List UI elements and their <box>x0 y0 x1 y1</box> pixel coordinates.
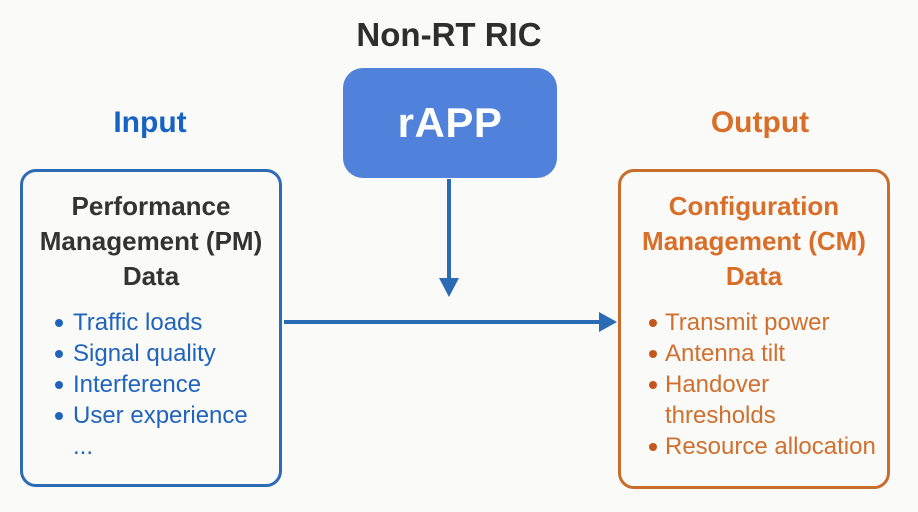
pm-data-title: Performance Management (PM) Data <box>39 191 263 291</box>
list-item: Transmit power <box>647 307 883 338</box>
list-item: Interference <box>53 369 275 400</box>
cm-data-box: Configuration Management (CM) Data Trans… <box>618 169 890 489</box>
list-item-label: Transmit power <box>665 309 830 336</box>
pm-data-box: Performance Management (PM) Data Traffic… <box>20 169 282 487</box>
pm-data-list: Traffic loads Signal quality Interferenc… <box>23 307 279 462</box>
list-item: Handover thresholds <box>647 369 883 431</box>
output-heading: Output <box>710 106 810 139</box>
list-item-ellipsis: ... <box>53 431 275 462</box>
non-rt-ric-label: Non-RT RIC <box>356 16 542 53</box>
list-item-label: ... <box>73 433 94 460</box>
list-item-label: User experience <box>73 402 248 429</box>
list-item-label: Interference <box>73 371 202 398</box>
list-item: User experience <box>53 400 275 431</box>
input-to-output-arrow <box>284 312 617 332</box>
bullet-icon <box>649 350 657 358</box>
cm-data-list: Transmit power Antenna tilt Handover thr… <box>621 307 887 462</box>
bullet-icon <box>649 443 657 451</box>
list-item: Signal quality <box>53 338 275 369</box>
bullet-icon <box>55 412 63 420</box>
rapp-down-arrow <box>439 179 459 297</box>
bullet-icon <box>55 350 63 358</box>
list-item: Resource allocation <box>647 431 883 462</box>
list-item-label: Handover thresholds <box>665 371 776 429</box>
list-item: Traffic loads <box>53 307 275 338</box>
bullet-icon <box>649 319 657 327</box>
list-item-label: Traffic loads <box>73 309 203 336</box>
input-heading: Input <box>113 106 187 139</box>
list-item-label: Resource allocation <box>665 433 876 460</box>
list-item-label: Signal quality <box>73 340 216 367</box>
rapp-label: rAPP <box>397 99 503 146</box>
bullet-icon <box>649 381 657 389</box>
bullet-icon <box>55 381 63 389</box>
list-item: Antenna tilt <box>647 338 883 369</box>
rapp-node: rAPP <box>343 68 557 178</box>
bullet-icon <box>55 319 63 327</box>
list-item-label: Antenna tilt <box>665 340 786 367</box>
cm-data-title: Configuration Management (CM) Data <box>642 191 866 291</box>
